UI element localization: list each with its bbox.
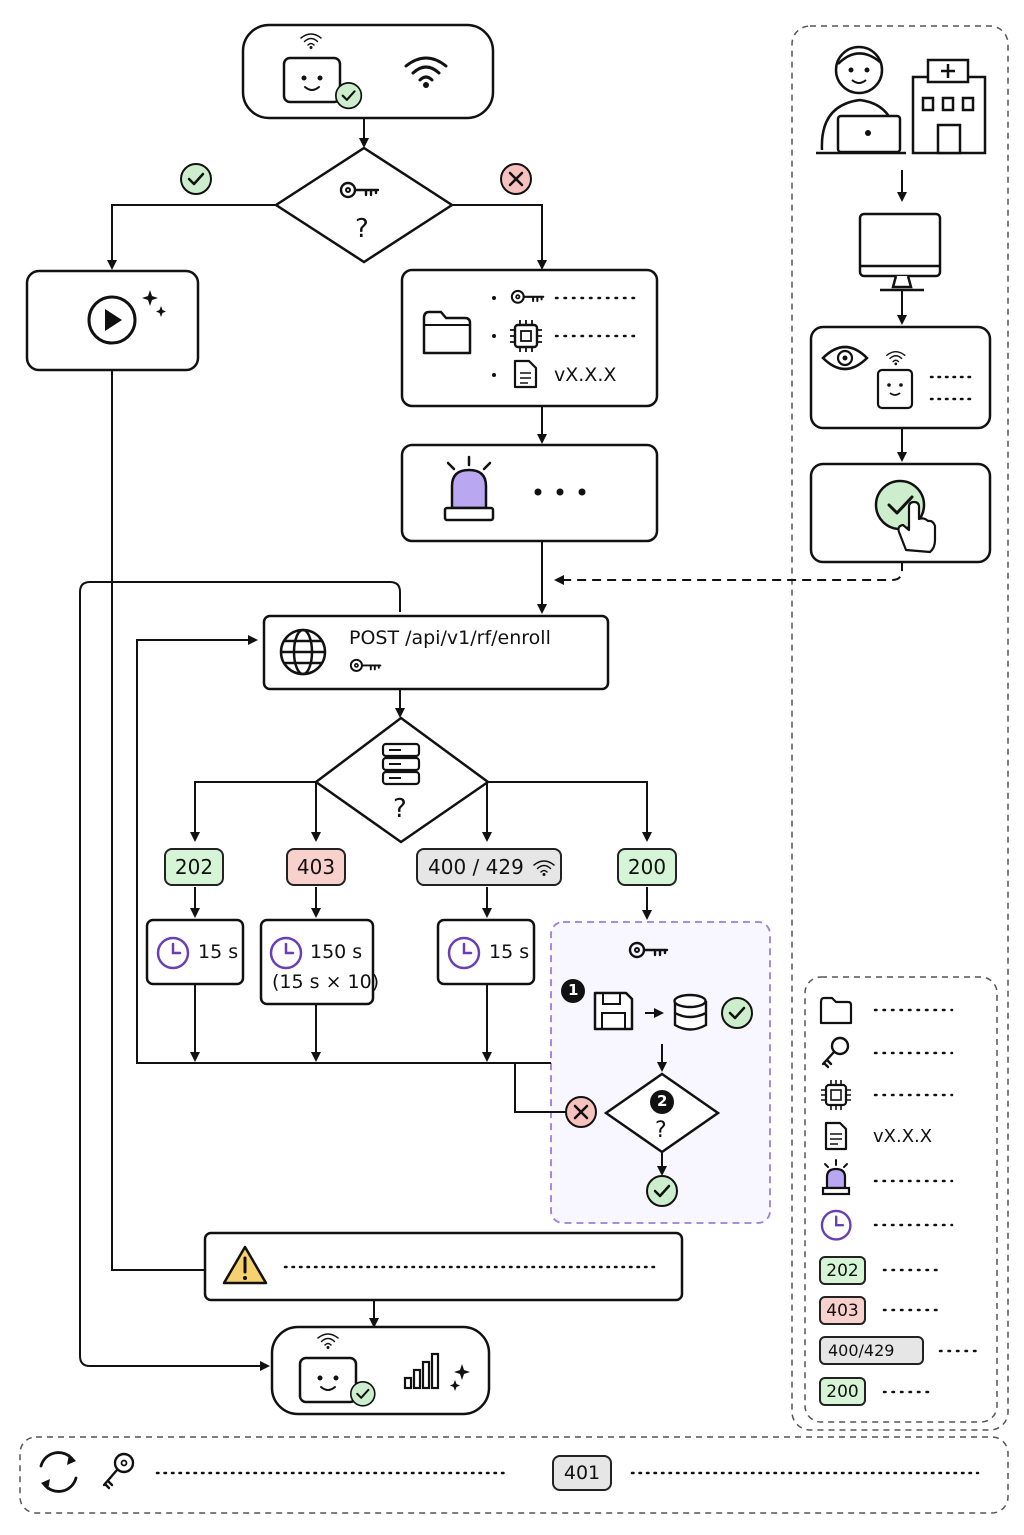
chip-icon (510, 320, 542, 352)
footer-badge-401: 401 (552, 1455, 612, 1491)
yes-check-icon (179, 162, 213, 196)
globe-icon (279, 628, 327, 676)
step-2-decision-label: ? (655, 1118, 667, 1143)
legend-badge-202: 202 (819, 1256, 866, 1285)
request-box (262, 614, 610, 691)
wait-time-202: 15 s (198, 941, 239, 963)
side-panel (791, 25, 1009, 1431)
status-badge-202: 202 (164, 848, 224, 886)
warning-icon (222, 1245, 268, 1285)
status-badge-403: 403 (286, 848, 346, 886)
legend-folder-icon (819, 996, 853, 1025)
legend-panel (804, 976, 998, 1423)
device-small-icon (876, 368, 914, 410)
no-x-icon (499, 162, 533, 196)
legend-badge-400-429-label: 400/429 (828, 1341, 895, 1360)
legend-clock-icon (820, 1209, 852, 1241)
wait-time-400-429: 15 s (489, 941, 530, 963)
device-start-box (241, 23, 495, 120)
device-icon (298, 1356, 358, 1404)
alarm-box (400, 443, 659, 543)
legend-version: vX.X.X (873, 1126, 933, 1147)
wait-box-403 (259, 918, 375, 1006)
hospital-icon (911, 58, 987, 155)
eye-icon (821, 345, 869, 371)
alarm-icon (443, 455, 495, 522)
step-1-marker (561, 979, 585, 1003)
footer-key-icon (102, 1452, 135, 1490)
manifest-version: vX.X.X (554, 364, 617, 386)
operator-icon (816, 45, 906, 155)
legend-chip-icon (821, 1080, 851, 1110)
step-1-number: 1 (568, 981, 579, 999)
legend-key-icon (821, 1036, 850, 1069)
footer-panel (19, 1436, 1009, 1514)
wifi-icon (533, 860, 555, 877)
key-decision-label: ? (355, 214, 369, 244)
monitor-icon (858, 212, 942, 292)
legend-badge-200: 200 (819, 1377, 866, 1406)
wait-time-403: 150 s (310, 941, 363, 963)
document-icon (513, 359, 538, 389)
sparkle-icon (450, 1364, 470, 1391)
legend-alarm-icon (821, 1159, 851, 1196)
device-icon (282, 56, 342, 104)
db-check-icon (720, 996, 754, 1030)
legend-badge-403: 403 (819, 1296, 866, 1325)
check-icon (349, 1380, 376, 1407)
database-icon (673, 993, 708, 1031)
pass-check-icon (645, 1174, 679, 1208)
confirm-touch-icon (874, 479, 937, 554)
signal-bars-icon (403, 1352, 440, 1390)
sparkle-icon (142, 290, 166, 317)
status-badge-400-429-label: 400 / 429 (428, 855, 524, 879)
wait-detail-403: (15 s × 10) (272, 971, 380, 993)
status-badge-400-429: 400 / 429 (416, 848, 562, 886)
check-icon (334, 81, 363, 110)
folder-icon (422, 310, 472, 355)
legend-badge-400-429: 400/429 (819, 1336, 924, 1365)
server-decision-label: ? (393, 794, 407, 824)
key-decision (273, 146, 455, 264)
fail-x-icon (564, 1095, 598, 1129)
save-icon (593, 991, 634, 1031)
step-2-number: 2 (657, 1092, 668, 1110)
legend-document-icon (824, 1121, 848, 1151)
request-endpoint: POST /api/v1/rf/enroll (349, 627, 551, 649)
step-2-marker (650, 1090, 674, 1114)
status-badge-200: 200 (617, 848, 677, 886)
